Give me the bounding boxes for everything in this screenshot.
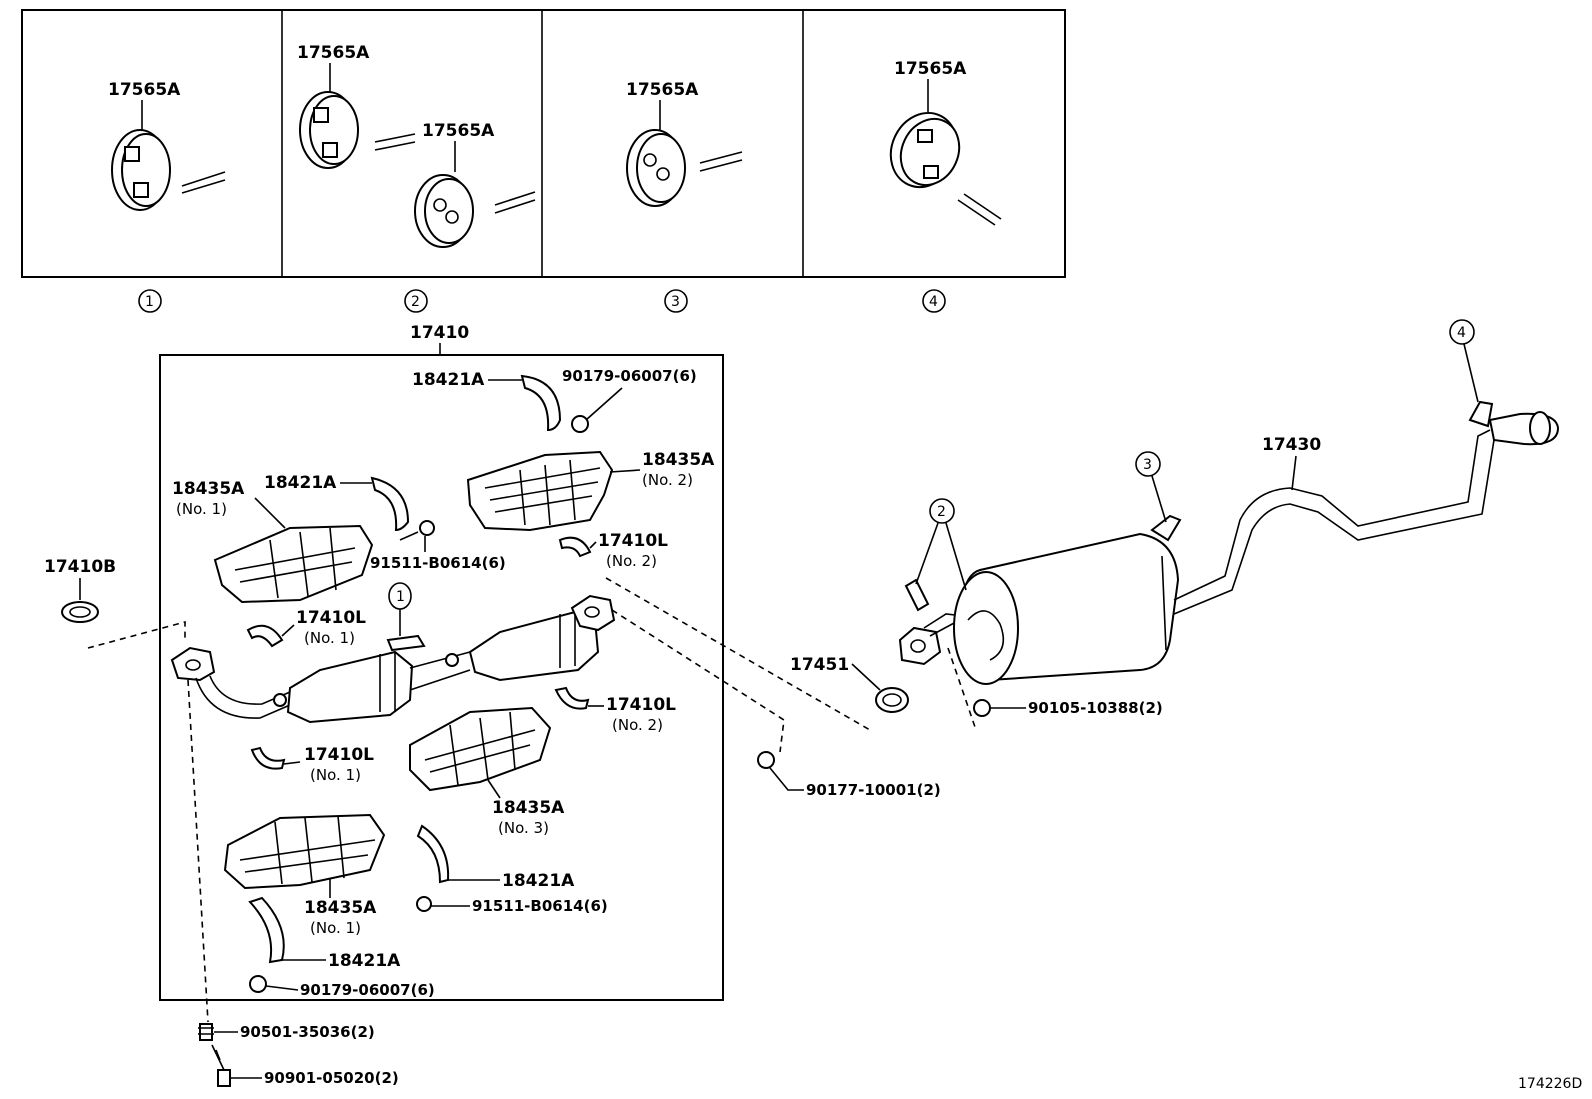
inset-3-hanger: 17565A 3	[626, 80, 743, 313]
inset-panels	[21, 9, 1066, 278]
heat-shield-no1-left: 18435A (No. 1)	[172, 479, 374, 604]
inset-4-hanger: 17565A 4	[889, 59, 1002, 313]
label-17410L-mid-sub: (No. 1)	[304, 629, 355, 647]
clamp-18421A-left: 18421A 91511-B0614(6)	[264, 473, 506, 572]
inset-2-hangers: 17565A 17565A 2	[297, 43, 536, 313]
label-18421A-low: 18421A	[328, 951, 401, 971]
heat-shield-no2: 18435A (No. 2)	[466, 450, 715, 532]
bolt-90105: 90105-10388(2)	[973, 699, 1163, 717]
bracket-17410L-low: 17410L (No. 1)	[250, 745, 374, 784]
flange-fasteners: 90501-35036(2) 90901-05020(2)	[187, 679, 399, 1087]
inset-2-number: 2	[411, 294, 420, 310]
label-18435A-no2-sub: (No. 2)	[642, 471, 693, 489]
callout-3: 3	[1135, 451, 1167, 523]
bracket-17410L-mid: 17410L (No. 1)	[246, 608, 366, 648]
label-18435A-no3: 18435A	[492, 798, 565, 818]
label-17430: 17430	[1262, 435, 1321, 455]
label-17451: 17451	[790, 655, 849, 675]
clamp-18421A-mid: 18421A 91511-B0614(6)	[416, 824, 608, 915]
label-90179-top: 90179-06007(6)	[562, 367, 697, 385]
inset-1-number: 1	[145, 294, 154, 310]
inset-1-hanger: 17565A 1	[108, 80, 226, 313]
label-18435A-b-sub: (No. 1)	[310, 919, 361, 937]
callout-1: 1	[388, 582, 412, 636]
label-17410L-top-sub: (No. 2)	[606, 552, 657, 570]
assembly-label: 17410	[410, 323, 469, 343]
inset-4-label: 17565A	[894, 59, 967, 79]
gasket-17451: 17451	[790, 655, 909, 713]
label-17410B: 17410B	[44, 557, 116, 577]
label-17410L-top: 17410L	[598, 531, 668, 551]
callout-1-number: 1	[396, 589, 405, 605]
callout-2-number: 2	[937, 504, 946, 520]
assembly-frame	[159, 354, 724, 1001]
label-17410L-right-sub: (No. 2)	[612, 716, 663, 734]
label-91511-low: 91511-B0614(6)	[472, 897, 608, 915]
label-90105: 90105-10388(2)	[1028, 699, 1163, 717]
gasket-17410B: 17410B	[44, 557, 186, 649]
label-17410L-mid: 17410L	[296, 608, 366, 628]
inset-2-label-b: 17565A	[422, 121, 495, 141]
figure-id: 174226D	[1518, 1076, 1582, 1092]
inset-1-label: 17565A	[108, 80, 181, 100]
heat-shield-no1-bottom: 18435A (No. 1)	[223, 813, 386, 937]
clamp-18421A-low: 18421A 90179-06007(6)	[248, 896, 435, 999]
inset-4-number: 4	[929, 294, 938, 310]
label-18421A-left: 18421A	[264, 473, 337, 493]
inset-frame	[21, 9, 1066, 278]
bracket-17410L-top: 17410L (No. 2)	[558, 531, 668, 570]
label-90901: 90901-05020(2)	[264, 1069, 399, 1087]
label-91511-top: 91511-B0614(6)	[370, 554, 506, 572]
nut-90177: 90177-10001(2)	[757, 751, 941, 799]
callout-2: 2	[915, 498, 967, 591]
label-18435A-no2: 18435A	[642, 450, 715, 470]
callout-4-number: 4	[1457, 325, 1466, 341]
label-90177: 90177-10001(2)	[806, 781, 941, 799]
muffler-assembly-17430: 17430	[898, 400, 1560, 685]
label-18421A-mid: 18421A	[502, 871, 575, 891]
label-17410L-right: 17410L	[606, 695, 676, 715]
label-18435A-no1: 18435A	[172, 479, 245, 499]
label-18435A-b: 18435A	[304, 898, 377, 918]
bracket-17410L-right: 17410L (No. 2)	[554, 686, 676, 734]
clamp-18421A-top: 18421A 90179-06007(6)	[412, 367, 697, 433]
joint-dashes	[605, 577, 977, 753]
callout-4: 4	[1449, 319, 1479, 403]
label-90179-low: 90179-06007(6)	[300, 981, 435, 999]
callout-3-number: 3	[1143, 457, 1152, 473]
inset-3-label: 17565A	[626, 80, 699, 100]
label-17410L-low: 17410L	[304, 745, 374, 765]
front-exhaust-pipe	[170, 594, 616, 724]
assembly-17410: 17410	[159, 323, 724, 1001]
label-18435A-no3-sub: (No. 3)	[498, 819, 549, 837]
label-18421A-top: 18421A	[412, 370, 485, 390]
label-17410L-low-sub: (No. 1)	[310, 766, 361, 784]
label-18435A-no1-sub: (No. 1)	[176, 500, 227, 518]
label-90501: 90501-35036(2)	[240, 1023, 375, 1041]
heat-shield-no3: 18435A (No. 3)	[409, 706, 565, 837]
inset-2-label-a: 17565A	[297, 43, 370, 63]
inset-3-number: 3	[671, 294, 680, 310]
